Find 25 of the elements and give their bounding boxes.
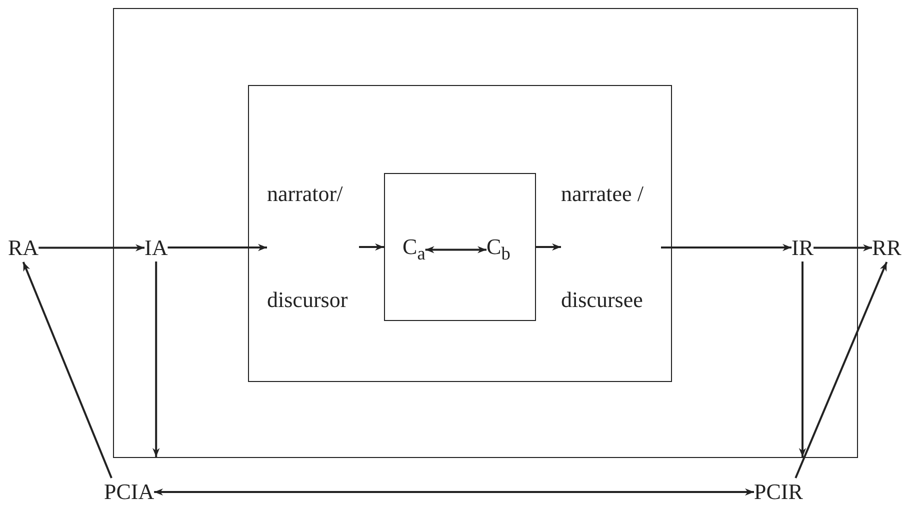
node-label: RA <box>8 234 39 262</box>
outer-frame <box>113 8 858 458</box>
character-box <box>384 173 536 321</box>
node-label: IR <box>792 234 814 262</box>
double-arrow <box>154 488 754 496</box>
arrow <box>168 244 267 252</box>
arrow <box>536 243 561 251</box>
arrow <box>661 244 792 252</box>
inner-frame <box>248 84 672 382</box>
arrow <box>152 262 160 457</box>
arrow <box>359 243 384 251</box>
node-label: PCIR <box>754 478 803 506</box>
double-arrow <box>425 246 486 254</box>
node-label: narrator/ discursor <box>267 141 359 353</box>
node-label: C$_{a}$ <box>402 232 426 267</box>
arrow <box>38 244 144 252</box>
node-label: narratee / discursee <box>561 141 661 353</box>
arrow <box>798 262 806 457</box>
arrow <box>22 262 112 478</box>
node-label: IA <box>144 234 168 262</box>
node-label: C$_{b}$ <box>486 232 510 267</box>
arrow <box>794 262 888 478</box>
arrow <box>814 244 872 252</box>
node-label: PCIA <box>104 478 154 506</box>
node-label: RR <box>872 234 902 262</box>
